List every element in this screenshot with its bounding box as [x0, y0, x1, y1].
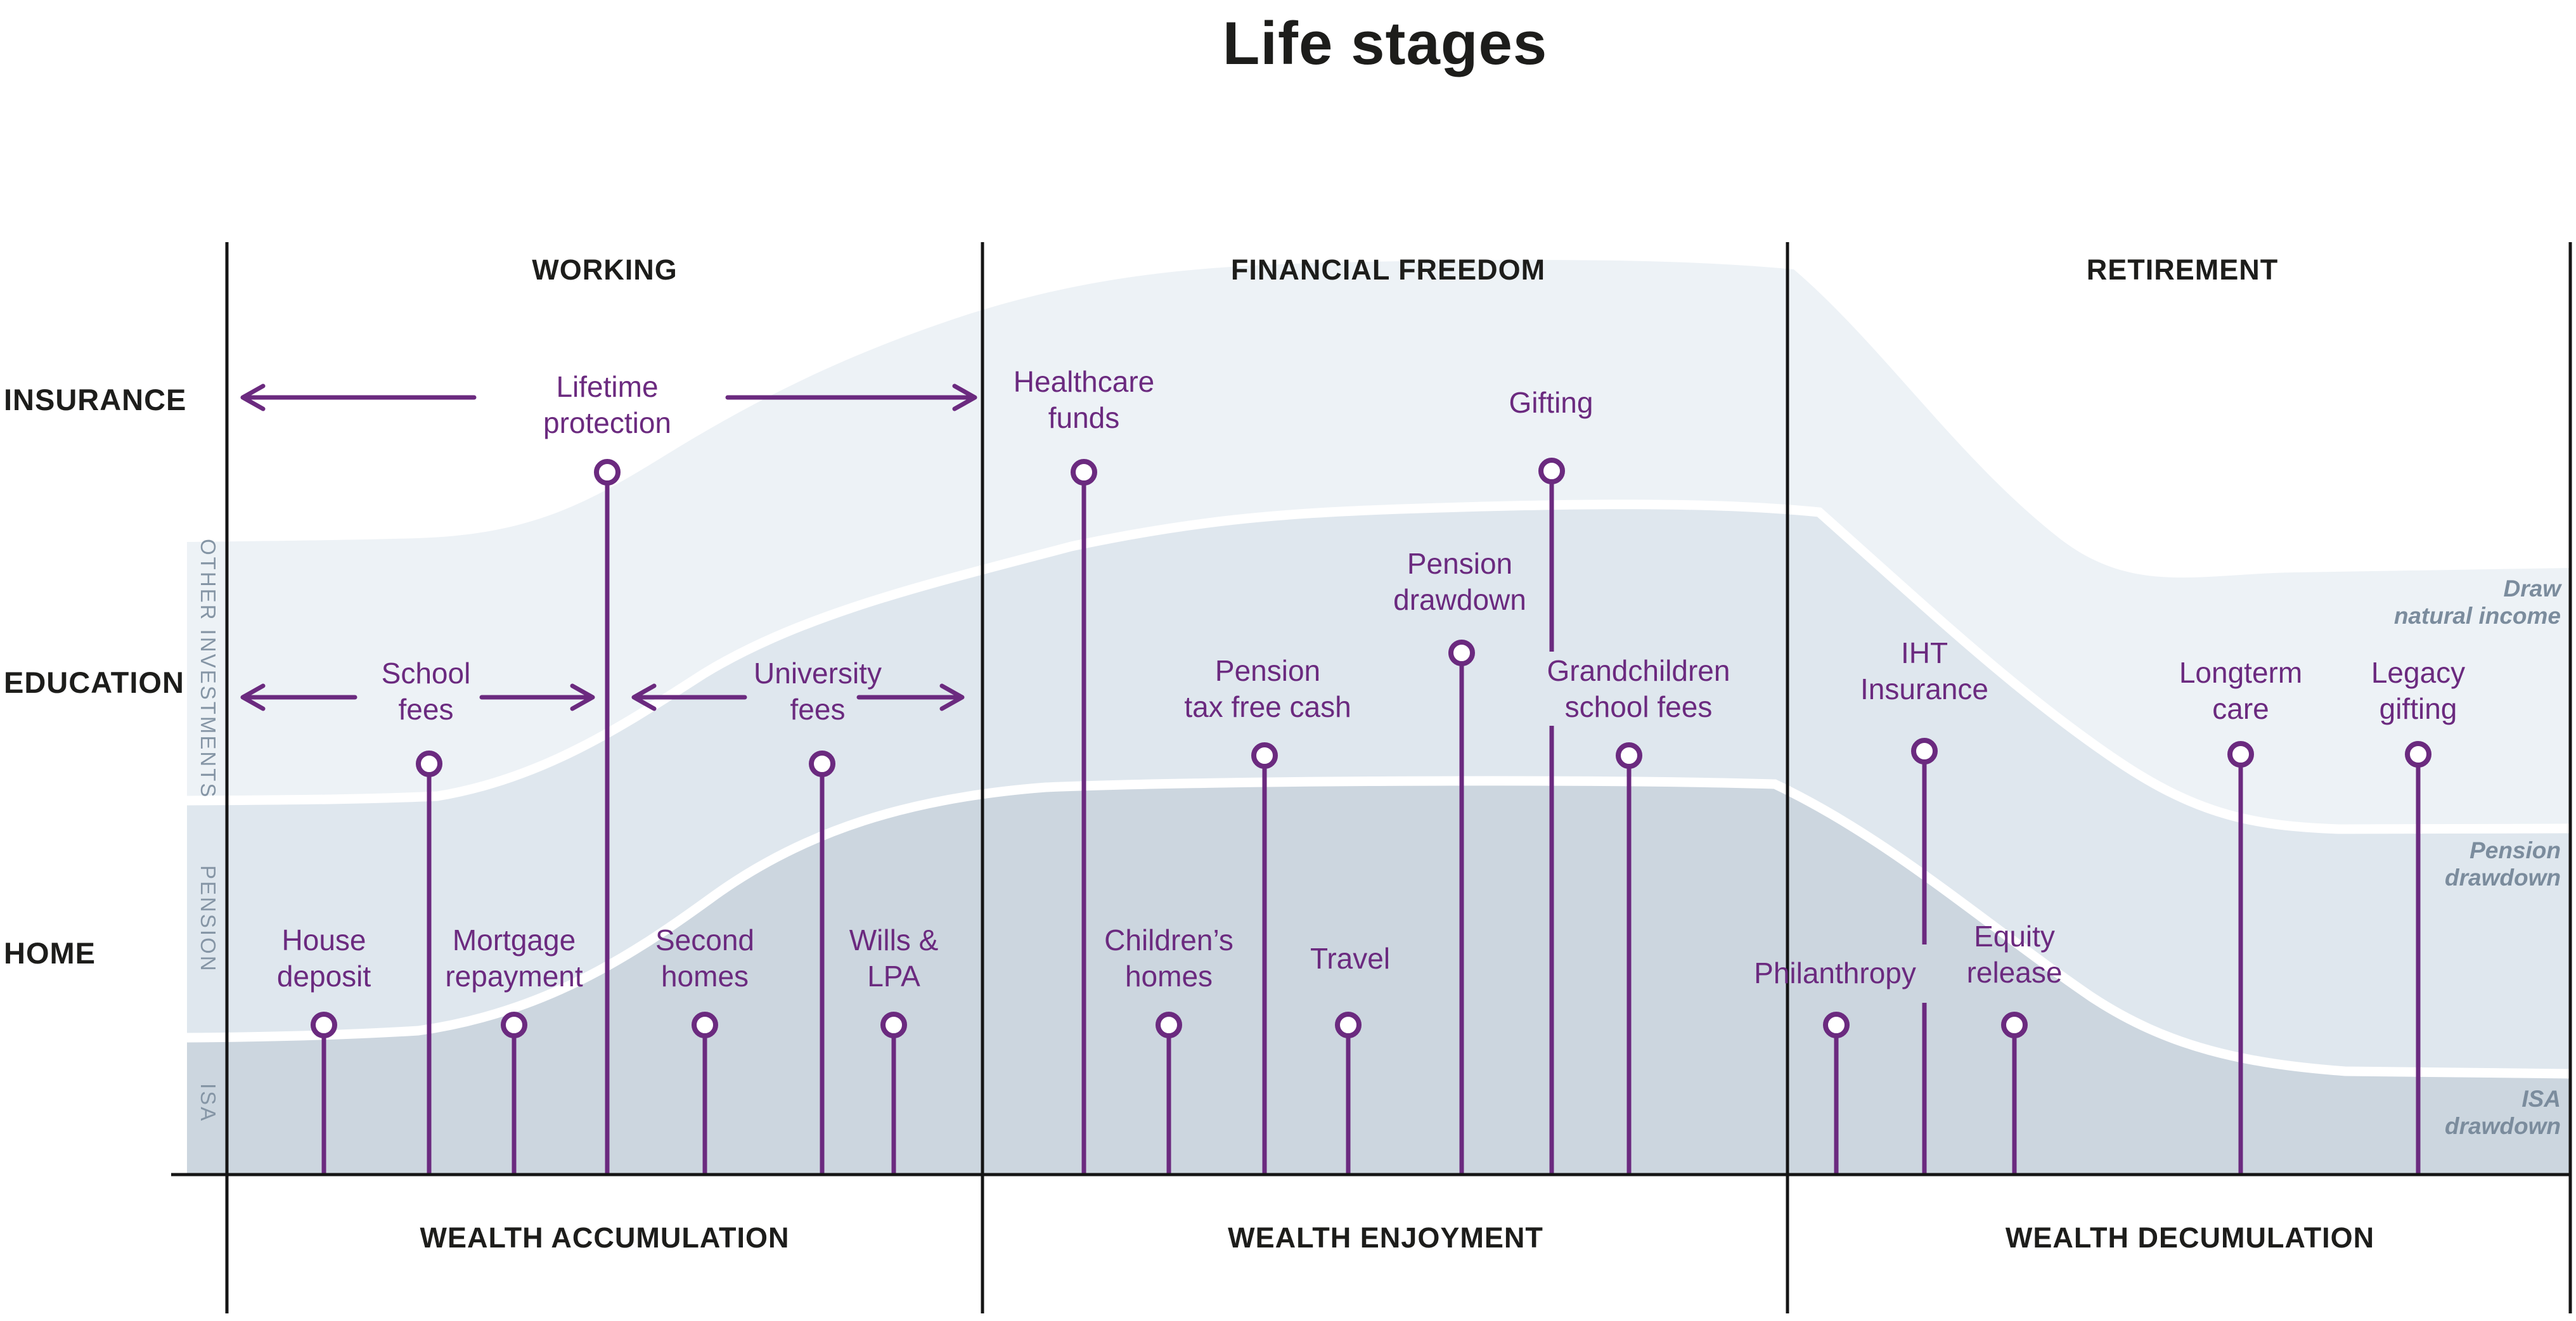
- marker-house-deposit: [311, 1012, 337, 1038]
- event-label-lifetime-protection: Lifetime protection: [543, 370, 672, 439]
- section-footer-wealth-decumulation: WEALTH DECUMULATION: [2005, 1221, 2375, 1254]
- event-label-equity-release: Equity release: [1966, 920, 2063, 989]
- section-header-financial-freedom: FINANCIAL FREEDOM: [1230, 254, 1546, 286]
- event-label-gifting: Gifting: [1509, 386, 1594, 419]
- marker-grandchildren-school-fees: [1616, 742, 1642, 769]
- event-markers: [311, 458, 2431, 1038]
- marker-legacy-gifting: [2405, 741, 2431, 768]
- band-label-other-investments: OTHER INVESTMENTS: [196, 538, 220, 799]
- event-label-university-fees: University fees: [754, 657, 882, 726]
- note-isa-drawdown: ISA drawdown: [2445, 1086, 2561, 1139]
- event-label-wills-lpa: Wills & LPA: [849, 924, 939, 993]
- row-label-education: EDUCATION: [4, 666, 184, 699]
- arrow-school-fees: [240, 683, 595, 711]
- band-separator-isa: [186, 776, 2571, 1079]
- marker-university-fees: [809, 751, 835, 777]
- event-label-iht-insurance: IHT Insurance: [1860, 636, 1989, 706]
- marker-travel: [1335, 1012, 1362, 1038]
- marker-iht-insurance: [1911, 738, 1938, 764]
- section-footer-wealth-accumulation: WEALTH ACCUMULATION: [420, 1221, 790, 1254]
- event-stems: [321, 471, 2421, 1175]
- marker-pension-drawdown: [1448, 640, 1475, 666]
- marker-mortgage-repayment: [501, 1012, 527, 1038]
- arrow-university-fees: [631, 683, 965, 711]
- event-label-philanthropy: Philanthropy: [1754, 957, 1916, 989]
- marker-philanthropy: [1823, 1012, 1850, 1038]
- marker-second-homes: [692, 1012, 718, 1038]
- marker-longterm-care: [2227, 741, 2254, 768]
- marker-gifting: [1538, 458, 1565, 484]
- page-title: Life stages: [1222, 10, 1548, 77]
- marker-school-fees: [416, 751, 442, 777]
- marker-childrens-homes: [1156, 1012, 1182, 1038]
- event-label-school-fees: School fees: [381, 657, 471, 726]
- marker-healthcare-funds: [1071, 459, 1097, 486]
- note-draw-natural-income: Draw natural income: [2393, 576, 2561, 629]
- note-pension-drawdown: Pension drawdown: [2445, 837, 2561, 891]
- row-label-insurance: INSURANCE: [4, 383, 187, 416]
- event-label-second-homes: Second homes: [655, 924, 755, 993]
- event-label-travel: Travel: [1310, 942, 1391, 975]
- band-label-isa: ISA: [196, 1083, 220, 1123]
- axis-frame: [171, 242, 2572, 1313]
- band-separator-pension: [186, 499, 2571, 834]
- section-footer-wealth-enjoyment: WEALTH ENJOYMENT: [1228, 1221, 1543, 1254]
- section-header-retirement: RETIREMENT: [2086, 254, 2279, 286]
- section-header-working: WORKING: [532, 254, 678, 286]
- band-isa: [187, 780, 2570, 1175]
- marker-wills-lpa: [880, 1012, 907, 1038]
- arrow-lifetime-protection: [240, 383, 977, 411]
- event-label-mortgage-repayment: Mortgage repayment: [445, 924, 583, 993]
- range-arrows: [240, 383, 977, 711]
- event-label-longterm-care: Longterm care: [2179, 656, 2303, 725]
- event-label-pension-drawdown: Pension drawdown: [1393, 547, 1526, 616]
- event-label-pension-tax-free-cash: Pension tax free cash: [1184, 654, 1351, 723]
- event-label-healthcare-funds: Healthcare funds: [1013, 365, 1155, 434]
- event-label-legacy-gifting: Legacy gifting: [2371, 656, 2466, 725]
- event-label-childrens-homes: Children’s homes: [1104, 924, 1233, 993]
- marker-equity-release: [2001, 1012, 2028, 1038]
- marker-lifetime-protection: [594, 459, 621, 486]
- event-label-grandchildren-school-fees: Grandchildren school fees: [1547, 654, 1730, 723]
- wealth-bands: [186, 260, 2571, 1175]
- event-label-house-deposit: House deposit: [276, 924, 371, 993]
- band-label-pension: PENSION: [196, 865, 220, 973]
- marker-pension-tax-free-cash: [1251, 742, 1278, 769]
- row-label-home: HOME: [4, 936, 96, 970]
